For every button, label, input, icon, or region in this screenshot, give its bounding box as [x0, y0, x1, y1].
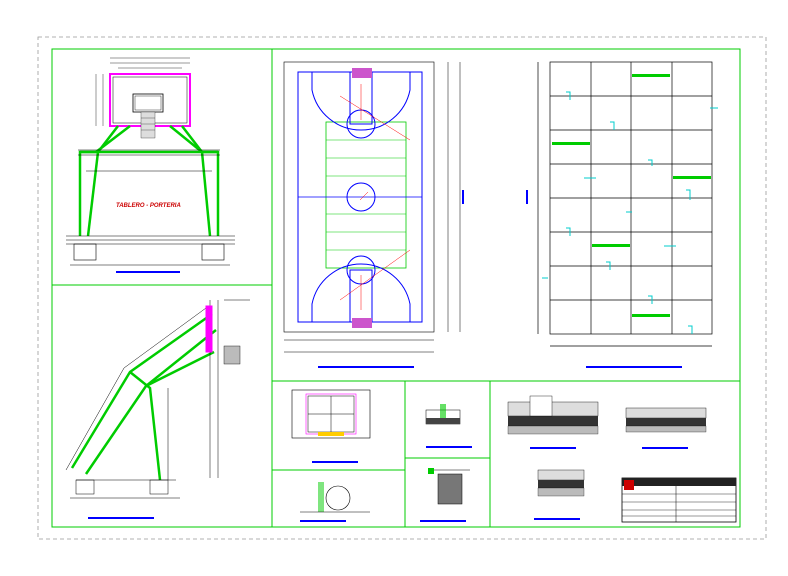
- backboard-bottom: [352, 318, 372, 328]
- institution-logo-icon: [624, 480, 634, 490]
- court-plan: [283, 61, 464, 368]
- side-backboard: [205, 305, 213, 353]
- detail-rim-section: [300, 482, 370, 522]
- view-title-bar: [318, 366, 414, 368]
- center-zone: [325, 121, 407, 269]
- panel-dividers: [52, 49, 740, 527]
- title-block: [621, 477, 737, 523]
- detail-anchor-b: [420, 468, 470, 522]
- view-title-bar: [530, 447, 576, 449]
- side-net: [223, 345, 241, 365]
- detail-anchor-a: [425, 404, 472, 448]
- basket-net: [140, 111, 156, 139]
- view-title-bar: [312, 461, 358, 463]
- view-title-bar: [116, 271, 180, 273]
- backboard-top: [352, 68, 372, 78]
- view-title-bar: [88, 517, 154, 519]
- center-circle: [346, 182, 376, 212]
- detail-pavement-sections: [507, 395, 707, 520]
- view-title-bar: [642, 447, 688, 449]
- ground-line: [66, 235, 235, 266]
- detail-backboard-frame: [291, 389, 371, 463]
- drawing-frame: [51, 48, 741, 528]
- sheet-dashed-border: [37, 36, 767, 540]
- tablero-porteria-label: TABLERO - PORTERIA: [116, 203, 181, 209]
- view-title-bar: [300, 520, 346, 522]
- view-title-bar: [586, 366, 682, 368]
- view-title-bar: [426, 446, 472, 448]
- floor-grid-plan: [526, 61, 718, 368]
- front-view-backboard-goal: TABLERO - PORTERIA: [66, 57, 235, 273]
- side-view-goal: [65, 299, 250, 519]
- view-title-bar: [420, 520, 466, 522]
- backboard-target-square: [132, 93, 164, 113]
- goal-frame: [78, 125, 220, 237]
- view-title-bar: [534, 518, 580, 520]
